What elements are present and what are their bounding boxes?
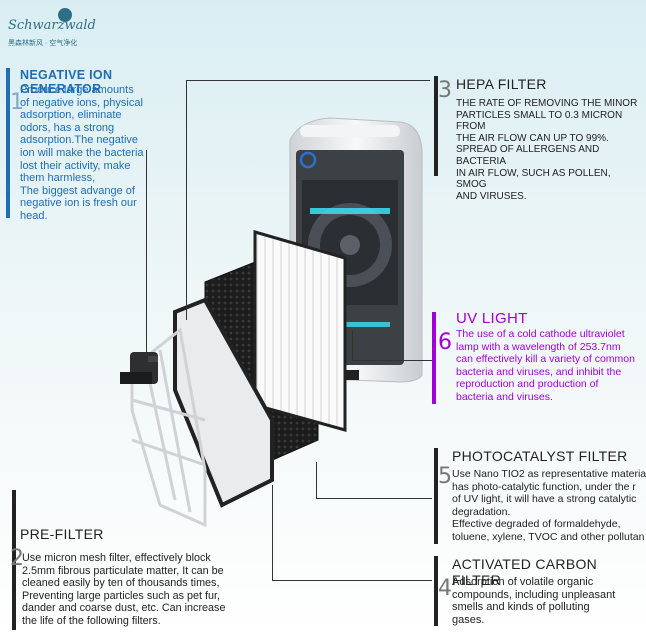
section-bar xyxy=(432,312,436,404)
section-title: ACTIVATED CARBON FILTER xyxy=(452,556,598,588)
section-body: Use Nano TIO2 as representative materia … xyxy=(452,468,646,543)
section-bar xyxy=(434,556,438,626)
callout-line-neg xyxy=(146,150,147,356)
section-title: UV LIGHT xyxy=(456,310,528,327)
callout-line-carbon-h xyxy=(272,580,432,581)
section-title: PHOTOCATALYST FILTER xyxy=(452,448,628,464)
section-body: Adsorption of volatile organic compounds… xyxy=(452,576,616,626)
section-number: 4 xyxy=(438,576,452,601)
ion-generator xyxy=(120,352,158,384)
callout-line-photo xyxy=(316,462,317,498)
callout-line-uv xyxy=(352,330,353,360)
callout-line-hepa xyxy=(186,80,430,81)
brand-tagline: 黑森林新风 · 空气净化 xyxy=(8,40,78,47)
brand-logo: Schwarzwald 黑森林新风 · 空气净化 xyxy=(8,8,98,52)
section-body: Use micron mesh filter, effectively bloc… xyxy=(22,552,226,627)
callout-line-hepa-drop xyxy=(186,80,187,320)
section-title: HEPA FILTER xyxy=(456,76,547,92)
section-body: Produce large amounts of negative ions, … xyxy=(20,84,144,222)
section-bar xyxy=(6,68,10,218)
section-number: 1 xyxy=(10,90,24,115)
callout-line-carbon xyxy=(272,485,273,580)
section-bar xyxy=(434,448,438,544)
section-number: 6 xyxy=(438,330,452,355)
section-body: THE RATE OF REMOVING THE MINOR PARTICLES… xyxy=(456,98,638,202)
tree-icon xyxy=(58,8,72,22)
section-title: NEGATIVE ION GENERATOR xyxy=(20,68,113,96)
section-number: 2 xyxy=(10,546,24,571)
brand-name: Schwarzwald xyxy=(8,18,96,33)
section-bar xyxy=(434,76,438,176)
section-title: PRE-FILTER xyxy=(20,526,104,542)
section-body: The use of a cold cathode ultraviolet la… xyxy=(456,328,635,403)
section-number: 3 xyxy=(438,78,452,103)
callout-line-photo-h xyxy=(316,498,432,499)
section-bar xyxy=(12,490,16,630)
section-number: 5 xyxy=(438,464,452,489)
callout-line-uv-h xyxy=(352,360,432,361)
